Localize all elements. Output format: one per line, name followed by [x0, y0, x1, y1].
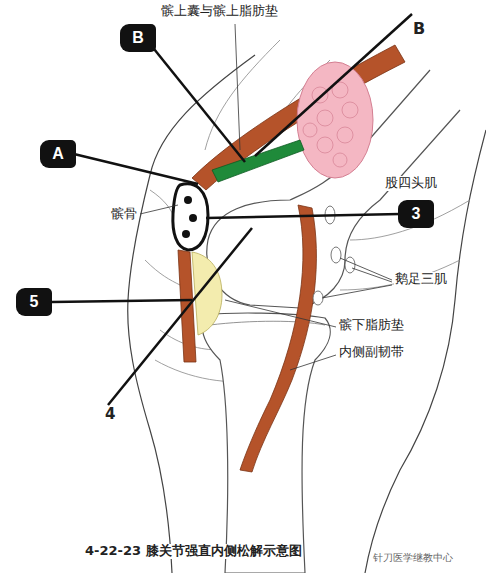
- part-label: 髌上囊与髌上脂肪垫: [160, 4, 279, 19]
- needle-handle: B: [120, 24, 156, 52]
- callout-letter: B: [412, 20, 426, 38]
- callout-letter: 3: [412, 205, 421, 223]
- callout-letter: A: [52, 145, 64, 163]
- part-label: 内侧副韧带: [338, 345, 405, 360]
- part-label: 髌下脂肪垫: [338, 318, 405, 333]
- part-label: 髌骨: [110, 207, 138, 222]
- needle-handle: A: [40, 140, 76, 168]
- part-label: 股四头肌: [384, 176, 438, 191]
- needle-handle: 5: [16, 288, 52, 316]
- callout-letter: B: [132, 29, 144, 47]
- watermark: 针刀医学继教中心: [372, 552, 454, 564]
- callout-number: 4: [104, 406, 116, 423]
- callout-letter: 5: [30, 293, 39, 311]
- figure-caption: 4-22-23 膝关节强直内侧松解示意图: [84, 544, 303, 559]
- part-label: 鹅足三肌: [394, 272, 448, 287]
- needle-handle: 3: [398, 200, 434, 228]
